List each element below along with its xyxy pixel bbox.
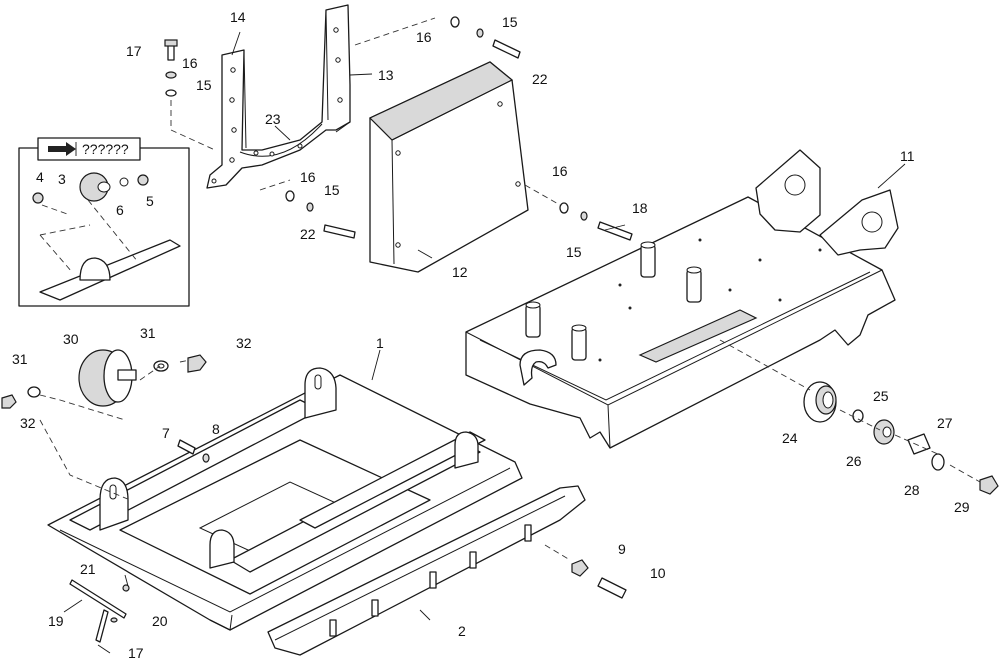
label-part-14: 14 — [230, 9, 246, 25]
label-part-16a: 16 — [416, 29, 432, 45]
label-part-25: 25 — [873, 388, 889, 404]
label-part-32b: 32 — [20, 415, 36, 431]
label-part-11: 11 — [900, 148, 915, 164]
label-part-12: 12 — [452, 264, 468, 280]
upper-frame — [465, 149, 899, 449]
label-part-18: 18 — [632, 200, 648, 216]
label-part-9: 9 — [618, 541, 626, 557]
dashed-lines — [39, 17, 981, 561]
hardware — [69, 16, 999, 643]
label-part-20: 20 — [152, 613, 168, 629]
base-plate — [47, 367, 523, 631]
label-part-31a: 31 — [140, 325, 156, 341]
label-part-30: 30 — [63, 331, 79, 347]
label-part-15b: 15 — [196, 77, 212, 93]
label-part-27: 27 — [937, 415, 953, 431]
part-labels: 1 2 3 4 5 6 7 8 9 10 11 12 13 14 15 15 1… — [12, 9, 970, 661]
label-part-4: 4 — [36, 169, 44, 185]
label-part-26: 26 — [846, 453, 862, 469]
label-part-5: 5 — [146, 193, 154, 209]
label-part-24: 24 — [782, 430, 798, 446]
detail-box: ?????? — [18, 137, 190, 307]
label-part-7: 7 — [162, 425, 170, 441]
label-part-23: 23 — [265, 111, 281, 127]
engine-mount-bracket — [206, 4, 351, 189]
label-part-13: 13 — [378, 67, 394, 83]
label-part-21: 21 — [80, 561, 96, 577]
skid-rail — [267, 485, 586, 656]
label-part-32a: 32 — [236, 335, 252, 351]
label-part-15d: 15 — [566, 244, 582, 260]
label-part-2: 2 — [458, 623, 466, 639]
detail-box-title: ?????? — [82, 141, 129, 157]
label-part-22b: 22 — [300, 226, 316, 242]
leader-lines — [63, 31, 906, 654]
label-part-15c: 15 — [324, 182, 340, 198]
label-part-6: 6 — [116, 202, 124, 218]
label-part-16d: 16 — [552, 163, 568, 179]
label-part-22a: 22 — [532, 71, 548, 87]
label-part-16c: 16 — [300, 169, 316, 185]
label-part-19: 19 — [48, 613, 64, 629]
label-part-29: 29 — [954, 499, 970, 515]
label-part-1: 1 — [376, 335, 384, 351]
label-part-3: 3 — [58, 171, 66, 187]
rubber-mount — [1, 349, 207, 409]
label-part-16b: 16 — [182, 55, 198, 71]
label-part-15a: 15 — [502, 14, 518, 30]
label-part-28: 28 — [904, 482, 920, 498]
label-part-17b: 17 — [128, 645, 144, 661]
label-part-10: 10 — [650, 565, 666, 581]
label-part-8: 8 — [212, 421, 220, 437]
label-part-31b: 31 — [12, 351, 28, 367]
label-part-17a: 17 — [126, 43, 142, 59]
arrow-right-icon — [48, 142, 76, 156]
cover-plate — [368, 61, 529, 273]
